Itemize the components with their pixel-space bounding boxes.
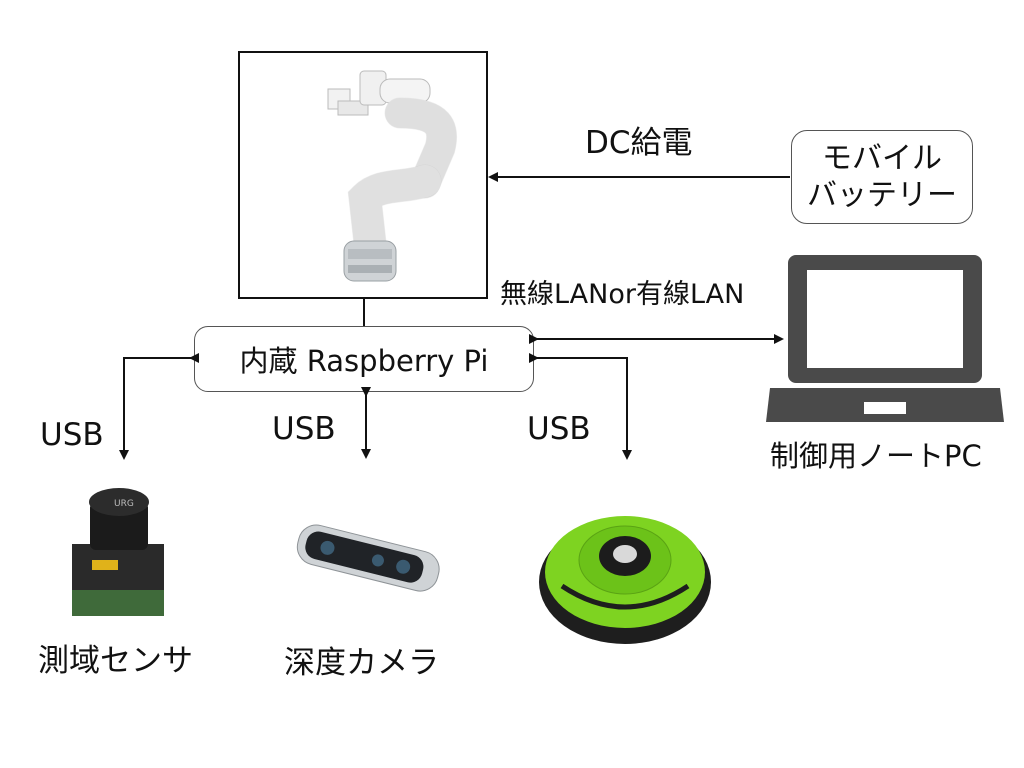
depth-camera-label: 深度カメラ: [284, 645, 439, 681]
laptop-icon: [766, 255, 1004, 422]
usb-lidar-arrow: [119, 353, 199, 460]
usb-lidar-label: USB: [40, 417, 104, 453]
usb-camera-label: USB: [272, 411, 336, 447]
usb-roomba-label: USB: [527, 411, 591, 447]
usb-roomba-arrow: [529, 353, 632, 460]
lidar-logo-text: URG: [114, 499, 134, 509]
lan-label: 無線LANor有線LAN: [500, 279, 745, 310]
robot-arm-box: [238, 51, 488, 299]
roomba-photo: [539, 516, 711, 644]
lidar-photo: URG: [72, 488, 164, 616]
robot-arm-photo: [327, 70, 458, 282]
depth-camera-photo: [296, 524, 440, 592]
battery-label-line2: バッテリー: [807, 178, 957, 213]
lidar-label: 測域センサ: [38, 643, 193, 679]
raspberry-pi-label: 内蔵 Raspberry Pi: [239, 344, 489, 378]
raspberry-pi-node: 内蔵 Raspberry Pi: [194, 326, 534, 392]
battery-label-line1: モバイル: [822, 140, 942, 176]
laptop-label: 制御用ノートPC: [770, 439, 982, 473]
mobile-battery-node: モバイル バッテリー: [791, 130, 973, 224]
dc-power-label: DC給電: [585, 125, 693, 161]
